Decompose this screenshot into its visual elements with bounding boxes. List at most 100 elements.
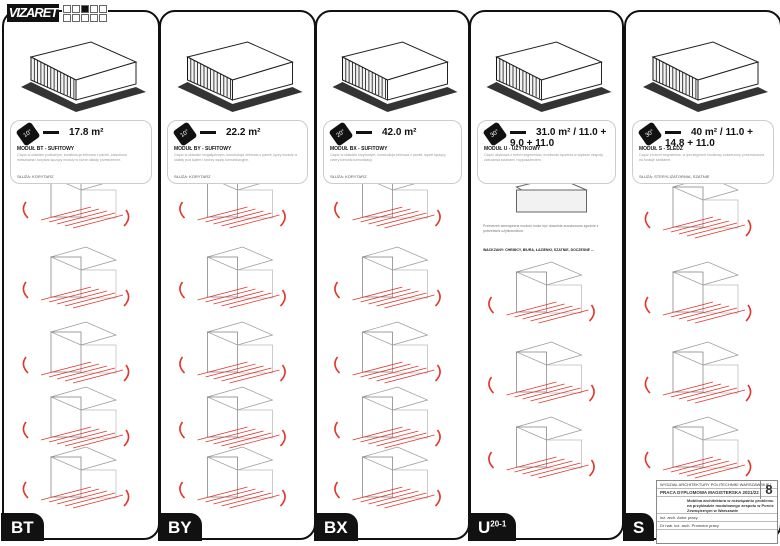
sketch-wall [80,469,117,499]
red-arrow [22,201,29,219]
sketch-frame-line [221,292,272,307]
sketch-frame-line [205,488,256,503]
sketch-roof [49,446,118,471]
sketch-frame-line [197,286,248,301]
sketch-frame-line [352,486,403,501]
red-arrow [334,421,341,439]
red-arrow [434,364,441,382]
module-use: SŁUŻA: KORYTARZ [330,174,367,179]
sketch-frame-line [360,363,411,378]
sketch-frame-line [384,294,435,309]
module-drawings [332,41,458,509]
sketch-wall [237,469,273,499]
hero-shadow [177,82,303,112]
sketch-frame-line [205,428,256,443]
area-text: 40 m² / 11.0 + 14.8 + 11.0 [665,127,753,149]
hero-shadow [486,82,612,112]
red-arrow [22,481,29,499]
red-arrow [179,281,186,299]
sketch-frame-line [678,220,730,235]
red-arrow [588,384,595,402]
module-use: SŁUŻA: KORYTARZ [17,174,54,179]
red-arrow [123,429,130,447]
red-arrow [745,219,752,237]
render-body [516,189,587,213]
sketch-frame-line [48,428,100,443]
module-note: Przestrzeń wewnętrzna modułu może być do… [483,224,599,233]
module-drawings [21,41,146,509]
angle-badge: 30° [482,121,508,147]
red-arrow [644,376,651,394]
grid-cell [72,5,80,13]
grid-cell [81,5,89,13]
arrow-icon [510,130,526,134]
sketch-frame-line [506,301,557,316]
arrow-icon [43,130,59,134]
hero-shadow [332,82,458,112]
grid-cell [99,14,107,22]
sketch-frame-line [384,494,435,509]
module-description: Część użytkowa z trzech segmentów, możli… [484,153,604,162]
sketch-frame-line [384,214,435,229]
red-arrow [179,421,186,439]
sketch-frame-line [360,428,411,443]
sketch-frame-line [368,490,419,505]
red-arrow [434,489,441,507]
sketch-frame-line [662,216,714,231]
red-arrow [334,281,341,299]
sketch-frame-line [694,464,746,479]
sketch-frame-line [197,426,248,441]
sketch-frame-line [48,208,100,223]
red-arrow [745,304,752,322]
sketch-frame-line [506,456,557,471]
grid-cell [63,14,71,22]
sketch-frame-line [205,288,256,303]
hero-front [387,61,448,101]
sketch-frame-line [522,460,573,475]
sketch-frame-line [56,490,108,505]
sketch-roof [206,446,274,471]
sketch-frame-line [56,365,108,380]
grid-cell [90,14,98,22]
module-use: SŁUŻA: STERYLIZATORNIA, SZATNIE [639,174,710,179]
red-arrow [745,459,752,477]
sketch-wall [392,469,428,499]
sketch-frame-line [64,367,116,382]
sketch-frame-line [56,210,108,225]
sketch-frame-line [72,434,124,449]
red-arrow [123,289,130,307]
sketch-frame-line [197,206,248,221]
sketch-frame-line [376,432,427,447]
arrow-icon [356,130,372,134]
sketch-roof [361,386,429,411]
red-arrow [123,364,130,382]
sketch-frame-line [72,369,124,384]
module-title: MODUŁ S - ŚLEDŹ [639,146,683,152]
sketch-frame-line [506,381,557,396]
sketch-wall [702,199,739,229]
sketch-frame-line [229,369,280,384]
angle-badge: 10° [172,121,198,147]
hero-front [75,61,137,101]
sketch-frame-line [56,290,108,305]
sketch-frame-line [64,492,116,507]
red-arrow [434,289,441,307]
sketch-frame-line [670,303,722,318]
area-text: 31.0 m² / 11.0 + 9.0 + 11.0 [510,127,607,149]
sketch-frame-line [72,494,124,509]
sheet-index-grid [62,4,108,23]
sketch-frame-line [368,290,419,305]
sketch-frame-line [229,214,280,229]
sketch-frame-line [221,492,272,507]
sketch-frame-line [56,430,108,445]
sketch-frame-line [662,301,714,316]
sketch-frame-line [376,292,427,307]
red-arrow [745,384,752,402]
module-tab-label: S [623,513,655,541]
red-arrow [588,459,595,477]
sketch-roof [361,446,429,471]
